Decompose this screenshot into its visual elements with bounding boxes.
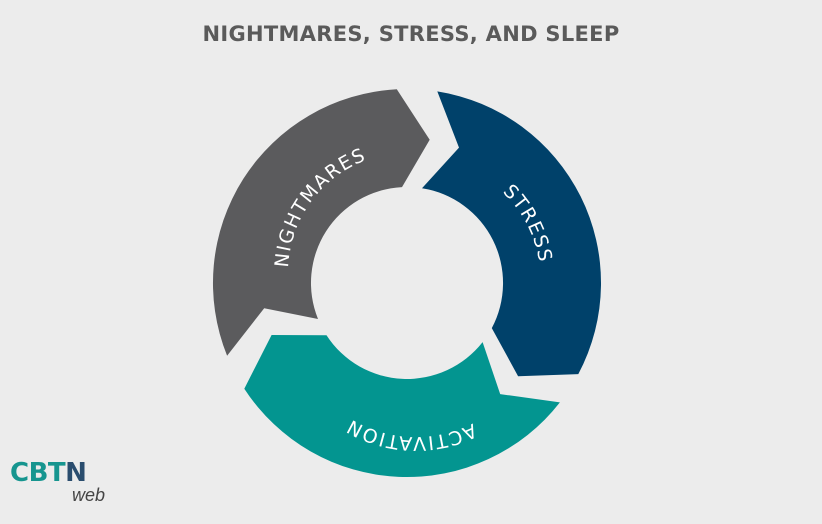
activation-segment	[244, 335, 560, 478]
logo-cbt: CBT	[10, 458, 66, 488]
logo-n: N	[65, 458, 87, 488]
logo-wordmark: CBTN	[10, 458, 87, 488]
page-title: NIGHTMARES, STRESS, AND SLEEP	[202, 22, 620, 46]
cbtn-web-logo: CBTN web	[10, 458, 120, 512]
logo-web: web	[72, 485, 106, 505]
stress-segment	[422, 91, 602, 377]
nightmares-segment	[212, 89, 430, 356]
